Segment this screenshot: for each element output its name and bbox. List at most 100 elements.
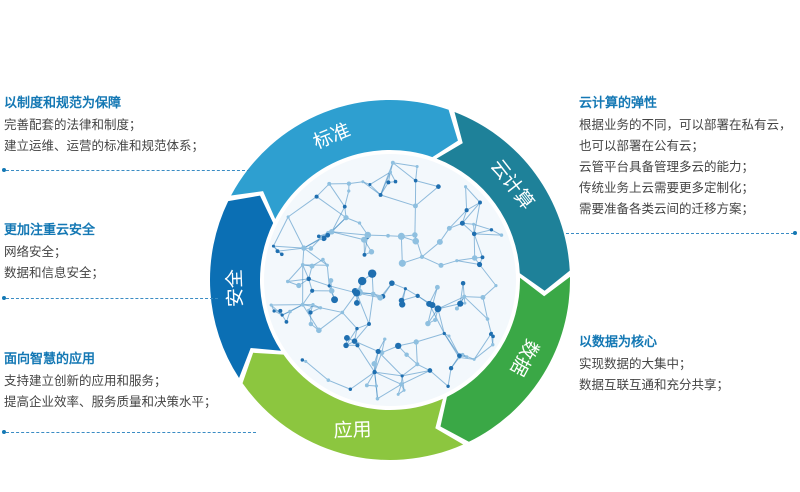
network-node: [442, 331, 446, 336]
network-node: [284, 320, 289, 324]
network-node: [348, 387, 353, 391]
divider-dot: [2, 168, 6, 172]
divider: [6, 170, 250, 171]
network-link: [400, 236, 403, 264]
network-link: [277, 247, 304, 252]
network-link: [415, 186, 439, 207]
divider: [6, 432, 256, 433]
network-link: [473, 333, 492, 360]
network-node: [464, 208, 469, 213]
network-node: [375, 396, 380, 401]
network-link: [374, 371, 402, 385]
network-link: [401, 295, 418, 302]
network-node: [272, 309, 276, 313]
network-link: [487, 318, 492, 334]
network-node: [427, 368, 433, 373]
network-node: [399, 382, 404, 387]
network-link: [377, 383, 402, 400]
network-node: [446, 384, 450, 388]
network-node: [280, 252, 284, 257]
network-link: [331, 206, 346, 232]
network-node: [434, 284, 440, 290]
network-node: [446, 225, 452, 231]
network-node: [372, 369, 377, 375]
network-link: [421, 256, 442, 266]
network-node: [415, 362, 420, 367]
network-link: [462, 222, 475, 235]
network-link: [443, 333, 460, 356]
network-link: [354, 323, 370, 342]
network-node: [368, 249, 375, 255]
ring-segment-1: [436, 111, 570, 291]
network-node: [499, 233, 504, 237]
network-node: [327, 181, 332, 186]
network-link: [374, 351, 379, 373]
network-node: [314, 194, 319, 199]
network-node: [364, 383, 369, 388]
divider-dot: [2, 430, 6, 434]
network-link: [369, 184, 381, 196]
network-node: [346, 181, 352, 186]
network-node: [342, 204, 347, 209]
network-node: [491, 342, 495, 347]
network-node: [389, 280, 395, 286]
network-node: [426, 300, 433, 307]
network-link: [456, 260, 480, 265]
network-node: [419, 254, 425, 259]
network-link: [341, 312, 358, 329]
network-node: [412, 232, 418, 238]
network-node: [386, 233, 390, 238]
network-link: [402, 370, 431, 377]
network-link: [305, 361, 329, 381]
ring-segment-0: [231, 100, 458, 219]
network-node: [448, 365, 454, 371]
network-node: [388, 170, 393, 174]
network-link: [302, 304, 321, 309]
block-line: 云管平台具备管理多云的能力；: [579, 159, 755, 174]
network-node: [308, 310, 313, 315]
block-line: 数据互联互通和充分共享；: [579, 377, 730, 392]
network-node: [355, 326, 359, 331]
network-node: [454, 306, 459, 311]
block-line: 也可以部署在公有云；: [579, 138, 705, 153]
network-node: [455, 259, 459, 263]
network-node: [413, 178, 418, 183]
block-line: 完善配套的法律和制度；: [4, 117, 142, 132]
network-node: [383, 337, 387, 341]
block-cloud: 云计算的弹性 根据业务的不同，可以部署在私有云， 也可以部署在公有云； 云管平台…: [579, 93, 792, 219]
network-link: [473, 233, 483, 258]
network-node: [397, 232, 405, 240]
network-node: [357, 276, 367, 286]
network-node: [269, 303, 273, 307]
network-link: [367, 234, 389, 237]
network-node: [329, 228, 335, 235]
network-node: [472, 222, 476, 226]
network-node: [436, 238, 443, 245]
network-link: [368, 293, 374, 325]
block-data: 以数据为核心 实现数据的大集中； 数据互联互通和充分共享；: [579, 332, 729, 395]
network-link: [431, 287, 438, 306]
network-link: [287, 196, 317, 218]
network-node: [286, 215, 290, 219]
network-link: [380, 162, 394, 196]
network-link: [350, 371, 375, 390]
network-node: [275, 249, 280, 254]
network-node: [288, 309, 292, 314]
network-node: [413, 339, 419, 345]
ring-segment-4: [209, 195, 281, 379]
network-node: [325, 232, 331, 238]
network-node: [395, 342, 402, 350]
block-standard: 以制度和规范为保障 完善配套的法律和制度； 建立运维、运营的标准和规范体系；: [4, 93, 204, 156]
network-node: [351, 338, 358, 344]
network-node: [285, 279, 290, 284]
network-node: [476, 261, 483, 268]
network-node: [300, 263, 305, 267]
network-node: [374, 384, 378, 388]
network-node: [480, 255, 485, 260]
network-node: [485, 317, 490, 321]
network-link: [287, 264, 304, 282]
network-link: [302, 248, 305, 265]
network-node: [400, 374, 404, 378]
network-link: [473, 223, 492, 231]
